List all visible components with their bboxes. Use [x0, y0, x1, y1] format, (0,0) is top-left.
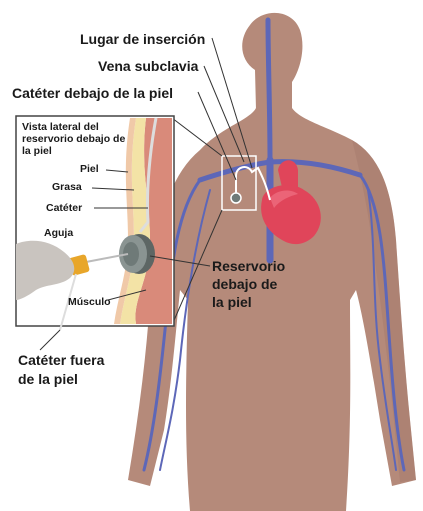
port-reservoir-mini: [231, 193, 241, 203]
label-catheter: Catéter: [46, 202, 82, 214]
label-reservoir-3: la piel: [212, 294, 252, 310]
label-muscle: Músculo: [68, 296, 111, 308]
label-subclavian-vein: Vena subclavia: [98, 58, 198, 74]
label-reservoir-1: Reservorio: [212, 258, 285, 274]
label-insertion-site: Lugar de inserción: [80, 31, 205, 47]
leader-inset-to-box-top: [172, 118, 222, 156]
jugular-vein: [268, 20, 270, 160]
neck: [242, 13, 302, 110]
label-skin: Piel: [80, 163, 99, 175]
label-catheter-outside-1: Catéter fuera: [18, 352, 104, 368]
label-reservoir-2: debajo de: [212, 276, 277, 292]
inset-title: Vista lateral del reservorio debajo de l…: [22, 121, 132, 157]
leader-catheter-outside: [40, 330, 60, 350]
label-catheter-outside-2: de la piel: [18, 371, 78, 387]
label-needle: Aguja: [44, 227, 73, 239]
label-catheter-under-skin: Catéter debajo de la piel: [12, 85, 173, 101]
label-fat: Grasa: [52, 181, 82, 193]
